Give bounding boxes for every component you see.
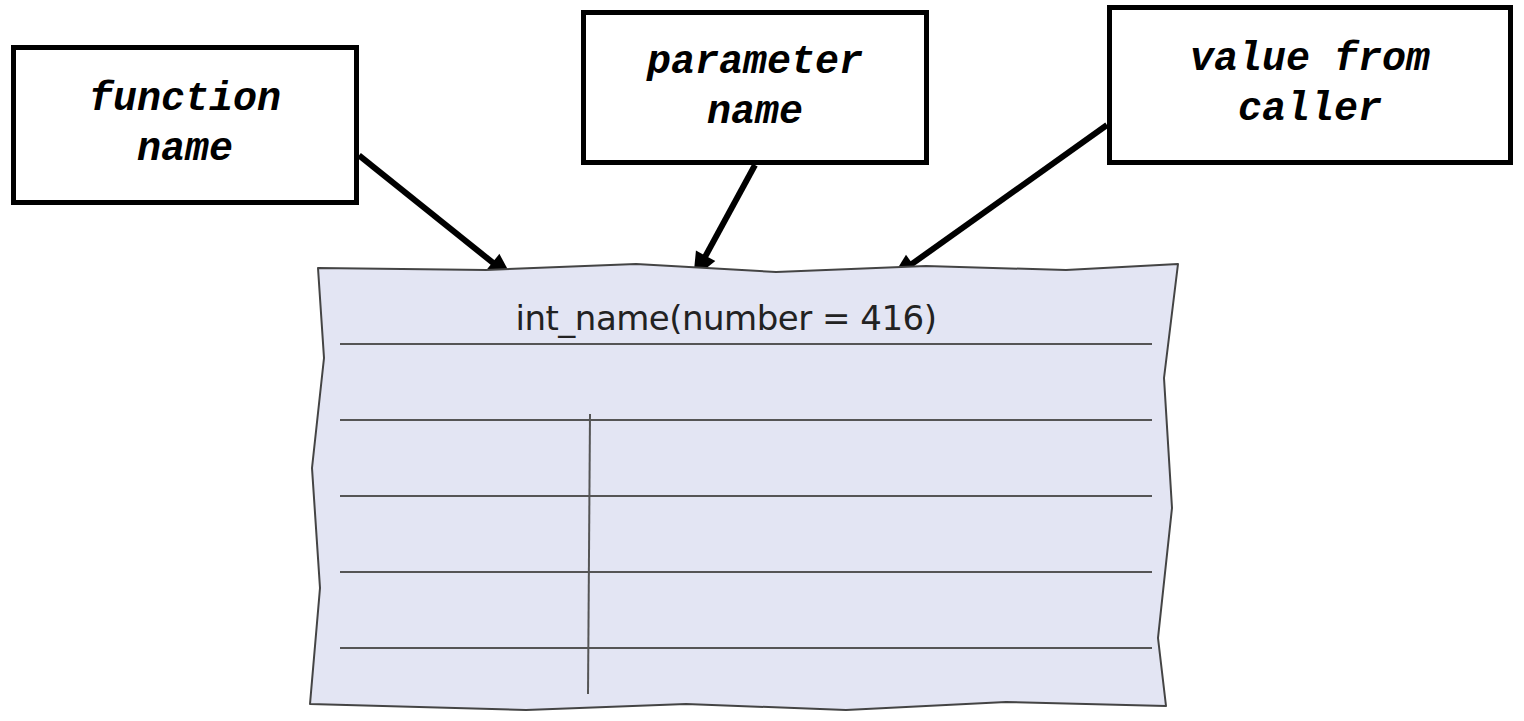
arrow-connector — [359, 155, 513, 278]
callout-box: parameter name — [581, 10, 929, 165]
arrow-connector — [693, 165, 755, 279]
callout-box: value from caller — [1107, 5, 1513, 165]
callout-label: value from caller — [1126, 35, 1494, 135]
callout-label: function name — [30, 75, 340, 175]
callout-label: parameter name — [600, 38, 910, 138]
callout-box: function name — [11, 45, 359, 205]
paper-sheet: int_name(number = 416) — [306, 258, 1186, 718]
function-call-text: int_name(number = 416) — [516, 298, 937, 338]
